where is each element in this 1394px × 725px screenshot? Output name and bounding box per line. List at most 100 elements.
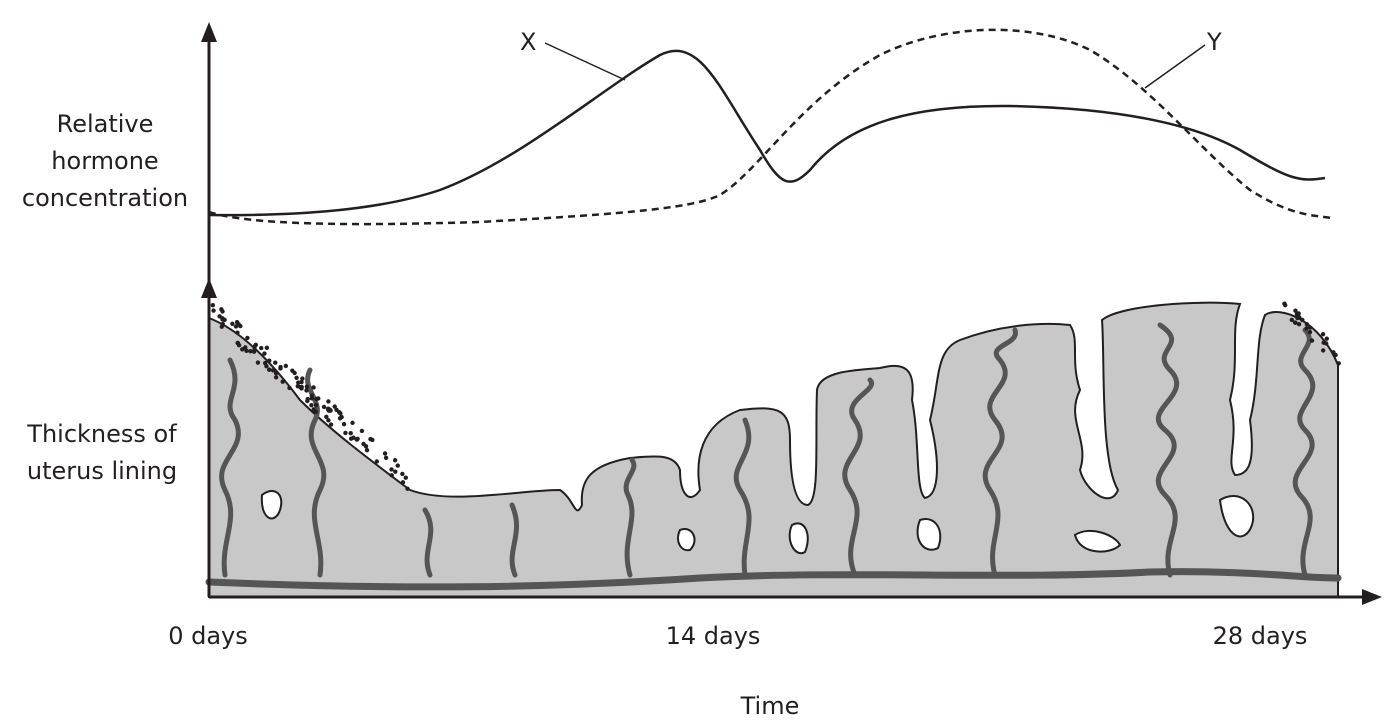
dot — [374, 459, 380, 464]
dot — [1309, 338, 1315, 343]
dot — [1307, 329, 1313, 335]
dot — [332, 404, 337, 409]
dot — [311, 385, 316, 390]
curve-y-label: Y — [1207, 28, 1222, 56]
dot — [267, 367, 272, 372]
dot — [255, 360, 261, 365]
dot — [230, 321, 235, 327]
dot — [305, 396, 311, 402]
dot — [1293, 320, 1298, 325]
dot — [400, 480, 406, 485]
dot — [326, 418, 331, 423]
dot — [321, 404, 327, 410]
dot — [1294, 312, 1300, 317]
dot — [267, 358, 272, 363]
dot — [382, 451, 388, 456]
dot — [389, 473, 394, 478]
hormone-curve-x — [208, 49, 1326, 217]
dot — [248, 349, 253, 354]
dot — [341, 421, 347, 427]
dot — [389, 467, 394, 472]
lining-axis-label: Thickness of uterus lining — [0, 416, 204, 490]
dot — [324, 414, 329, 420]
dot — [304, 384, 310, 389]
dot — [217, 314, 222, 319]
dot — [1336, 361, 1341, 366]
label-line: hormone — [51, 147, 159, 175]
dot — [1304, 322, 1310, 327]
dot — [392, 458, 398, 463]
dot — [299, 384, 304, 390]
dot — [1300, 317, 1305, 323]
dot — [304, 388, 309, 393]
x-tick-14: 14 days — [665, 622, 761, 650]
dot — [220, 309, 225, 314]
dot — [405, 486, 410, 491]
dot — [235, 340, 240, 346]
dot — [395, 463, 400, 468]
dot — [1283, 302, 1288, 308]
dot — [400, 471, 405, 477]
dot — [343, 430, 348, 436]
uterus-lining — [208, 301, 1339, 598]
dot — [1324, 341, 1329, 346]
x-tick-0: 0 days — [168, 622, 248, 650]
dot — [338, 411, 343, 416]
dot — [294, 375, 299, 381]
dot — [328, 422, 334, 427]
dot — [309, 393, 315, 398]
dot — [234, 319, 240, 325]
dot — [334, 407, 339, 413]
dot — [283, 363, 289, 369]
dot — [1320, 331, 1326, 337]
dot — [273, 360, 278, 365]
dot — [273, 370, 279, 376]
lining-cavities — [260, 490, 1255, 555]
dot — [1304, 326, 1309, 331]
dot — [1296, 321, 1302, 327]
dot — [337, 416, 343, 421]
dot — [220, 321, 225, 327]
dot — [235, 330, 240, 335]
dot — [1289, 317, 1295, 323]
dot — [393, 469, 398, 474]
hormone-curve-y — [208, 28, 1333, 226]
dot — [251, 349, 257, 354]
dot — [270, 368, 276, 373]
dot — [368, 436, 373, 442]
dot — [244, 348, 249, 354]
dot — [280, 379, 285, 384]
dot — [296, 380, 301, 385]
dot — [1293, 308, 1298, 313]
dot — [1307, 325, 1313, 330]
dot — [278, 366, 283, 371]
dot — [1333, 352, 1338, 358]
dot — [1320, 348, 1326, 353]
dot — [290, 368, 295, 373]
dot — [348, 431, 353, 436]
dot — [211, 308, 216, 313]
dot — [262, 360, 268, 366]
dot — [314, 396, 319, 402]
dot — [327, 407, 332, 412]
dot — [309, 402, 314, 408]
dot — [264, 345, 270, 351]
label-line: uterus lining — [26, 457, 178, 485]
dot — [348, 436, 354, 441]
dot — [259, 345, 264, 351]
dot — [326, 399, 331, 404]
dot — [359, 428, 365, 434]
x-leader-line — [544, 42, 626, 81]
dot — [300, 376, 305, 381]
menstrual-cycle-diagram — [201, 22, 1382, 605]
dot — [210, 303, 216, 308]
dot — [243, 345, 248, 350]
dot — [1324, 336, 1329, 341]
axes — [201, 22, 1382, 605]
dot — [245, 335, 250, 341]
dot — [313, 409, 319, 414]
dot — [383, 455, 389, 461]
dot — [403, 475, 408, 480]
label-line: Relative — [56, 110, 154, 138]
dot — [313, 403, 319, 408]
